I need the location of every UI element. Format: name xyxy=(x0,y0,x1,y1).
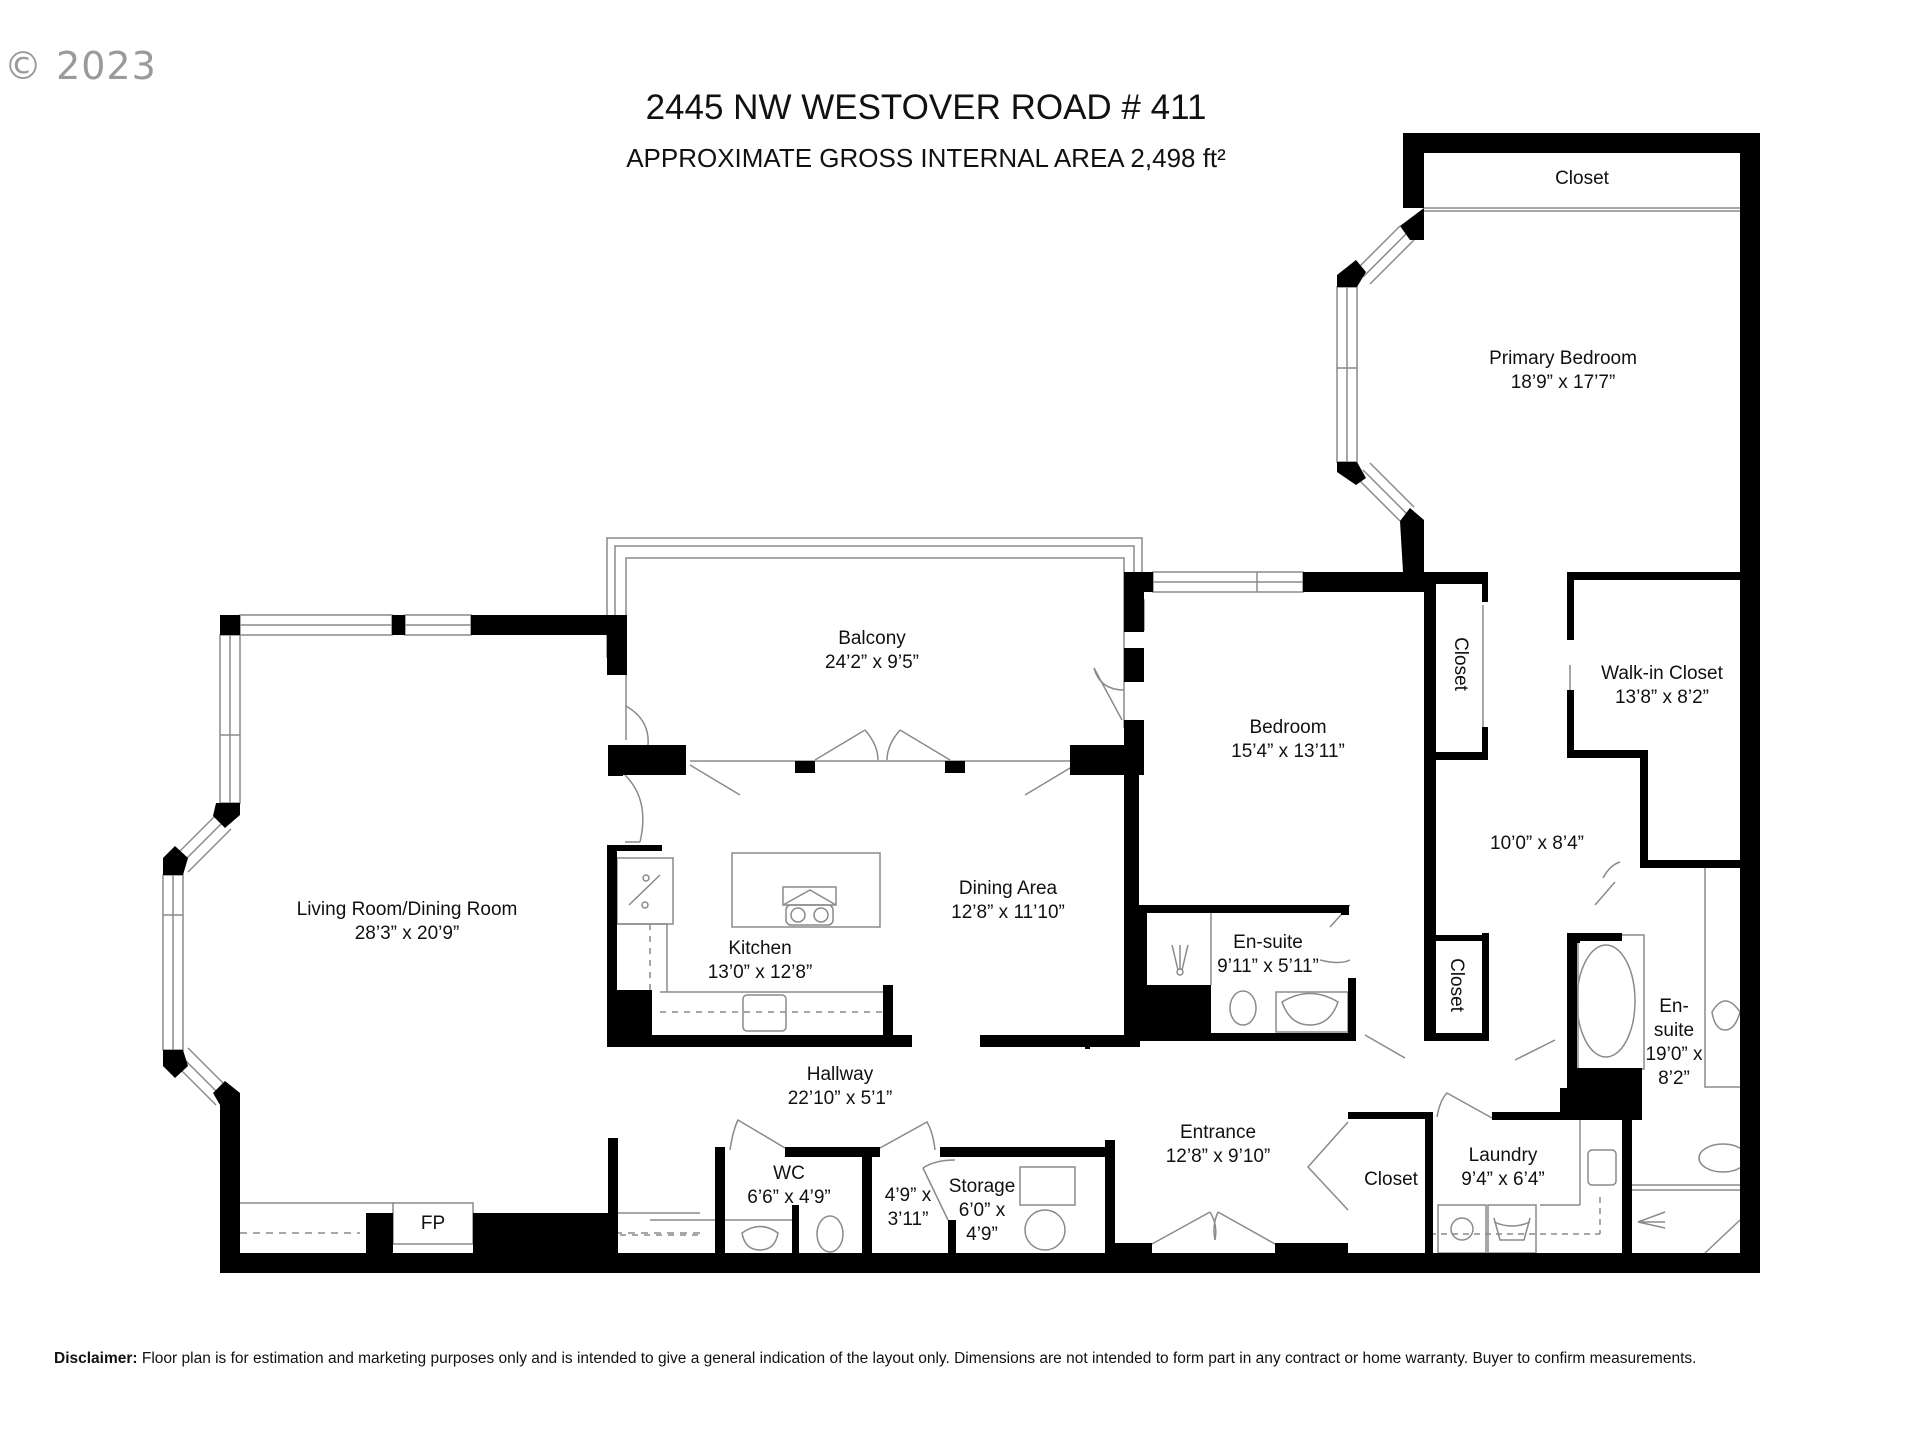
room-name: WC xyxy=(773,1163,805,1184)
room-name: Closet xyxy=(1450,637,1471,691)
room-storage: Storage 6’0” x 4’9” xyxy=(949,1175,1016,1247)
room-dims: 19’0” x xyxy=(1645,1044,1703,1065)
room-dims: 9’11” x 5’11” xyxy=(1217,956,1319,977)
room-dims: 13’0” x 12’8” xyxy=(707,962,813,983)
room-dims: 13’8” x 8’2” xyxy=(1614,687,1709,708)
room-name: Storage xyxy=(948,1176,1016,1197)
room-dining-area: Dining Area 12’8” x 11’10” xyxy=(951,877,1065,925)
room-dims: 22’10” x 5’1” xyxy=(787,1088,893,1109)
room-bedroom-closet: Closet xyxy=(1448,637,1472,691)
room-laundry: Laundry 9’4” x 6’4” xyxy=(1461,1144,1544,1192)
room-walk-in-closet: Walk-in Closet 13’8” x 8’2” xyxy=(1601,662,1723,710)
room-linen: 4’9” x 3’11” xyxy=(885,1184,931,1232)
room-name: Closet xyxy=(1364,1169,1418,1190)
room-dims: 15’4” x 13’11” xyxy=(1231,741,1345,762)
room-dims: 10’0” x 8’4” xyxy=(1490,833,1584,854)
disclaimer: Disclaimer: Floor plan is for estimation… xyxy=(54,1350,1696,1368)
room-name: Entrance xyxy=(1179,1122,1257,1143)
room-dims: 4’9” xyxy=(966,1224,998,1245)
room-dims: 18’9” x 17’7” xyxy=(1510,372,1616,393)
room-kitchen: Kitchen 13’0” x 12’8” xyxy=(708,937,813,985)
walls xyxy=(163,133,1760,1273)
room-dims: 6’0” x xyxy=(958,1200,1006,1221)
disclaimer-text: Floor plan is for estimation and marketi… xyxy=(137,1350,1697,1367)
room-name: Laundry xyxy=(1468,1145,1538,1166)
room-name: Closet xyxy=(1555,168,1609,189)
room-name: Closet xyxy=(1446,958,1467,1012)
room-dims: 28’3” x 20’9” xyxy=(354,923,460,944)
room-hall-closet: Closet xyxy=(1444,958,1468,1012)
room-name: Bedroom xyxy=(1249,717,1327,738)
room-name: Dining Area xyxy=(958,878,1058,899)
room-name: Primary Bedroom xyxy=(1489,348,1637,369)
room-name: Balcony xyxy=(838,628,906,649)
room-name: En- suite xyxy=(1653,996,1695,1041)
disclaimer-label: Disclaimer: xyxy=(54,1350,138,1367)
room-name: FP xyxy=(420,1213,446,1234)
room-primary-ensuite: En- suite 19’0” x 8’2” xyxy=(1645,995,1702,1091)
room-name: Living Room/Dining Room xyxy=(296,899,518,920)
room-name: Kitchen xyxy=(728,938,792,959)
room-dims: 6’6” x 4’9” xyxy=(747,1187,831,1208)
room-name: En-suite xyxy=(1233,932,1303,953)
room-name: Hallway xyxy=(806,1064,874,1085)
room-living-dining: Living Room/Dining Room 28’3” x 20’9” xyxy=(297,898,518,946)
room-entrance: Entrance 12’8” x 9’10” xyxy=(1166,1121,1271,1169)
room-dims: 8’2” xyxy=(1658,1068,1690,1089)
room-dims: 4’9” x xyxy=(884,1185,932,1206)
copyright-watermark: © 2023 xyxy=(4,44,157,88)
room-primary-bedroom: Primary Bedroom 18’9” x 17’7” xyxy=(1489,347,1637,395)
area-subtitle: APPROXIMATE GROSS INTERNAL AREA 2,498 ft… xyxy=(626,143,1226,173)
room-balcony: Balcony 24’2” x 9’5” xyxy=(825,627,919,675)
page-title: 2445 NW WESTOVER ROAD # 411 xyxy=(645,88,1207,127)
fireplace-label: FP xyxy=(421,1212,445,1236)
room-ensuite-small: En-suite 9’11” x 5’11” xyxy=(1217,931,1319,979)
room-dims: 12’8” x 11’10” xyxy=(951,902,1065,923)
room-passage: 10’0” x 8’4” xyxy=(1490,832,1584,856)
room-dims: 12’8” x 9’10” xyxy=(1165,1146,1271,1167)
room-dims: 3’11” xyxy=(887,1209,929,1230)
room-bedroom: Bedroom 15’4” x 13’11” xyxy=(1231,716,1345,764)
room-hallway: Hallway 22’10” x 5’1” xyxy=(788,1063,893,1111)
room-primary-closet: Closet xyxy=(1555,167,1609,191)
room-dims: 24’2” x 9’5” xyxy=(825,652,919,673)
room-wc: WC 6’6” x 4’9” xyxy=(747,1162,830,1210)
room-name: Walk-in Closet xyxy=(1601,663,1723,684)
room-dims: 9’4” x 6’4” xyxy=(1461,1169,1545,1190)
room-entry-closet: Closet xyxy=(1364,1168,1418,1192)
